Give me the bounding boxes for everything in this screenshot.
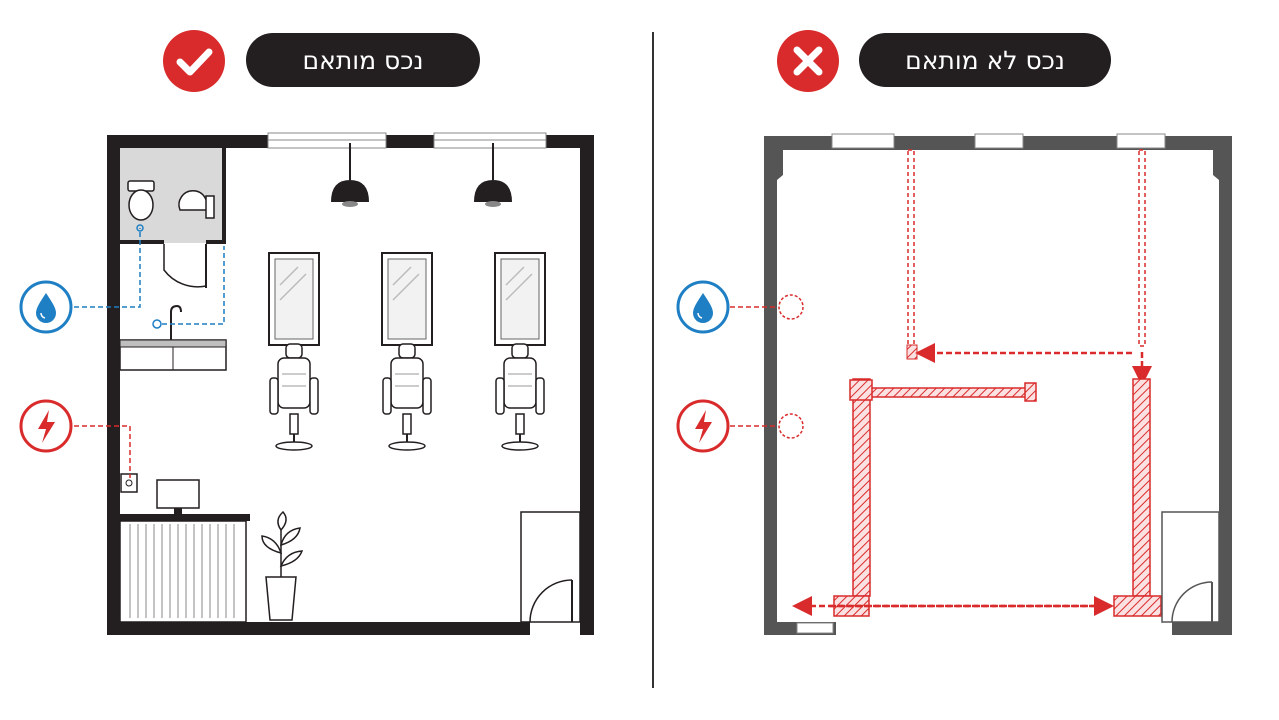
beam [867, 387, 1027, 398]
barber-chair-icon [495, 343, 545, 451]
restroom-wall [222, 148, 226, 244]
mirror-icon [494, 252, 546, 346]
cross-badge [777, 30, 839, 92]
partition-to-remove [1138, 149, 1146, 347]
barber-chair-icon [269, 343, 319, 451]
water-drop-icon [19, 280, 73, 334]
mirror-icon [268, 252, 320, 346]
unsuitable-floor-plan [730, 133, 1232, 635]
suitable-property-title: נכס מותאם [246, 33, 480, 87]
missing-electric-connection [778, 413, 804, 439]
water-line [162, 246, 225, 325]
unsuitable-property-title: נכס לא מותאם [859, 33, 1111, 87]
water-line [74, 228, 141, 308]
mirror-icon [381, 252, 433, 346]
lightning-icon [19, 399, 73, 453]
electric-line [74, 425, 131, 478]
suitable-floor-plan [74, 132, 594, 635]
restroom-wall [120, 240, 164, 244]
window [974, 133, 1024, 149]
plant-icon [261, 510, 304, 621]
window [831, 133, 895, 149]
structural-column [1132, 378, 1151, 597]
lightning-icon [676, 399, 730, 453]
structural-column [852, 378, 871, 597]
check-badge [163, 30, 225, 92]
cross-icon [793, 46, 823, 76]
sink-counter [119, 304, 227, 371]
entry-door [1161, 511, 1220, 623]
reception-desk [119, 514, 250, 623]
check-icon [176, 48, 213, 76]
window [1116, 133, 1166, 149]
barber-chair-icon [382, 343, 432, 451]
restroom-door [163, 244, 207, 288]
entry-door [520, 511, 581, 623]
restroom-sink-icon [178, 190, 215, 219]
restroom-wall [206, 240, 226, 244]
electrical-outlet-icon [120, 473, 138, 493]
hanging-lamp-icon [474, 143, 512, 207]
partition-to-remove [907, 149, 915, 347]
toilet-icon [127, 180, 155, 221]
missing-water-connection [778, 294, 804, 320]
window [796, 622, 834, 634]
hanging-lamp-icon [331, 143, 369, 207]
monitor-icon [156, 479, 200, 514]
water-drop-icon [676, 280, 730, 334]
